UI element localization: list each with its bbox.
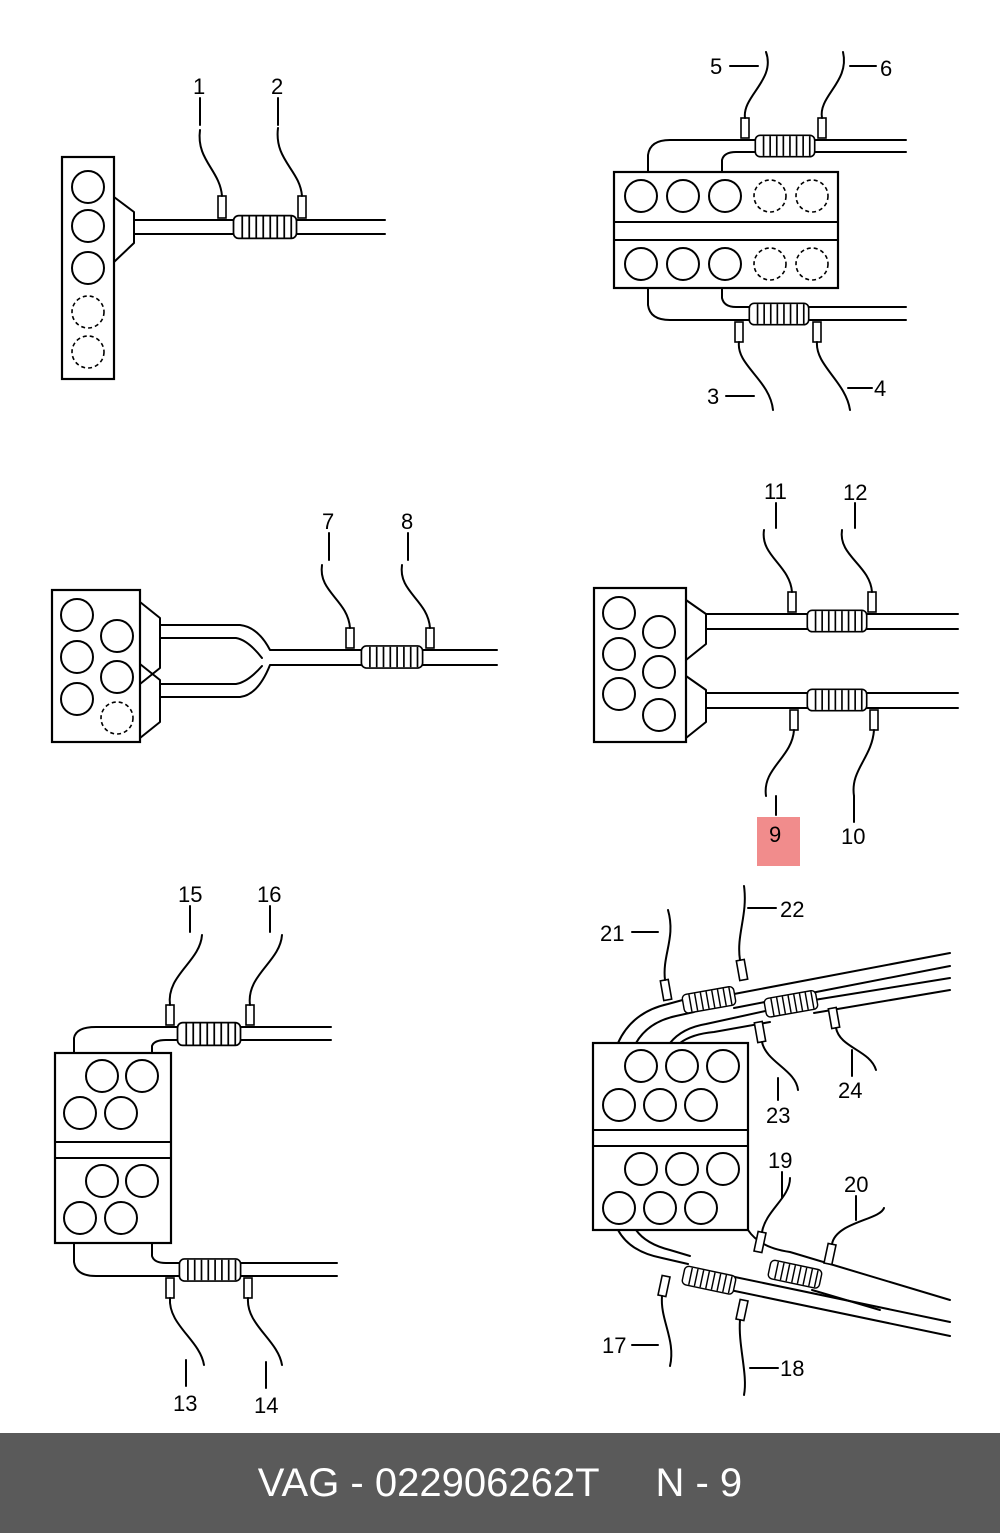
catalytic-converter-lower	[806, 688, 868, 712]
callout-10: 10	[841, 824, 865, 849]
diagram-inline-engine: 1 2	[60, 74, 386, 381]
oxygen-sensor-12	[840, 529, 877, 613]
oxygen-sensor-10	[852, 709, 879, 797]
oxygen-sensor-19	[753, 1177, 791, 1254]
catalytic-converter-upper	[754, 134, 816, 158]
diagram-y-pipe-engine: 7 8	[50, 509, 498, 744]
catalytic-converter-upper	[176, 1021, 242, 1047]
callout-8: 8	[401, 509, 413, 534]
diagram-stacked-banks-engine: 15 16 13 14	[53, 882, 338, 1418]
callout-6: 6	[880, 56, 892, 81]
oxygen-sensor-1	[198, 129, 227, 219]
oxygen-sensor-7	[320, 564, 355, 649]
callout-15: 15	[178, 882, 202, 907]
callout-16: 16	[257, 882, 281, 907]
oxygen-sensor-11	[762, 529, 797, 613]
oxygen-sensor-16	[245, 934, 283, 1026]
callout-21: 21	[600, 921, 624, 946]
diagram-v-engine-two-banks: 5 6 3 4	[612, 51, 907, 411]
catalytic-converter-lower-2	[766, 1258, 824, 1290]
oxygen-sensor-15	[165, 934, 203, 1026]
oxygen-sensor-24	[827, 1006, 877, 1071]
callout-2: 2	[271, 74, 283, 99]
oxygen-sensor-9	[764, 709, 799, 797]
oxygen-sensor-20	[823, 1207, 885, 1266]
oxygen-sensor-18	[735, 1298, 749, 1396]
highlight-box	[757, 817, 800, 866]
oxygen-sensor-14	[243, 1277, 283, 1366]
oxygen-sensor-4	[812, 321, 851, 411]
oxygen-sensor-3	[734, 321, 774, 411]
callout-11: 11	[764, 479, 787, 504]
callout-24: 24	[838, 1078, 862, 1103]
catalytic-converter	[360, 644, 424, 670]
callout-17: 17	[602, 1333, 626, 1358]
diagram-twin-pipe-engine: 11 12 9 10	[592, 479, 959, 866]
oxygen-sensor-23	[753, 1020, 799, 1091]
oxygen-sensor-21	[659, 909, 673, 1002]
callout-23: 23	[766, 1103, 790, 1128]
catalytic-converter	[232, 214, 298, 240]
catalytic-converter-lower	[748, 302, 810, 326]
callout-9: 9	[769, 822, 781, 847]
callout-19: 19	[768, 1148, 792, 1173]
callout-1: 1	[193, 74, 205, 99]
catalytic-converter-lower-1	[680, 1264, 738, 1296]
oxygen-sensor-5	[740, 51, 769, 139]
callout-12: 12	[843, 480, 867, 505]
part-number-text: VAG - 022906262T	[257, 1460, 600, 1505]
callout-7: 7	[322, 509, 334, 534]
oxygen-sensor-6	[817, 51, 845, 139]
callout-3: 3	[707, 384, 719, 409]
oxygen-sensor-22	[735, 885, 749, 982]
oxygen-sensor-8	[400, 564, 435, 649]
callout-14: 14	[254, 1393, 278, 1418]
position-text: N - 9	[655, 1460, 743, 1505]
oxygen-sensor-2	[276, 127, 307, 219]
catalytic-converter-lower	[178, 1257, 242, 1283]
callout-5: 5	[710, 54, 722, 79]
callout-18: 18	[780, 1356, 804, 1381]
catalytic-converter-upper-1	[680, 985, 738, 1015]
oxygen-sensor-13	[165, 1277, 205, 1366]
diagram-four-catalyst-engine: 21 22 23 24 19 20 17 18	[591, 885, 951, 1396]
oxygen-sensor-17	[657, 1274, 673, 1367]
catalytic-converter-upper-2	[762, 989, 820, 1019]
catalytic-converter-upper	[806, 609, 868, 633]
callout-22: 22	[780, 897, 804, 922]
callout-20: 20	[844, 1172, 868, 1197]
part-number-footer: VAG - 022906262T N - 9	[0, 1433, 1000, 1533]
exhaust-oxygen-sensor-diagram: 1 2	[50, 51, 959, 1418]
callout-4: 4	[874, 376, 886, 401]
callout-13: 13	[173, 1391, 197, 1416]
